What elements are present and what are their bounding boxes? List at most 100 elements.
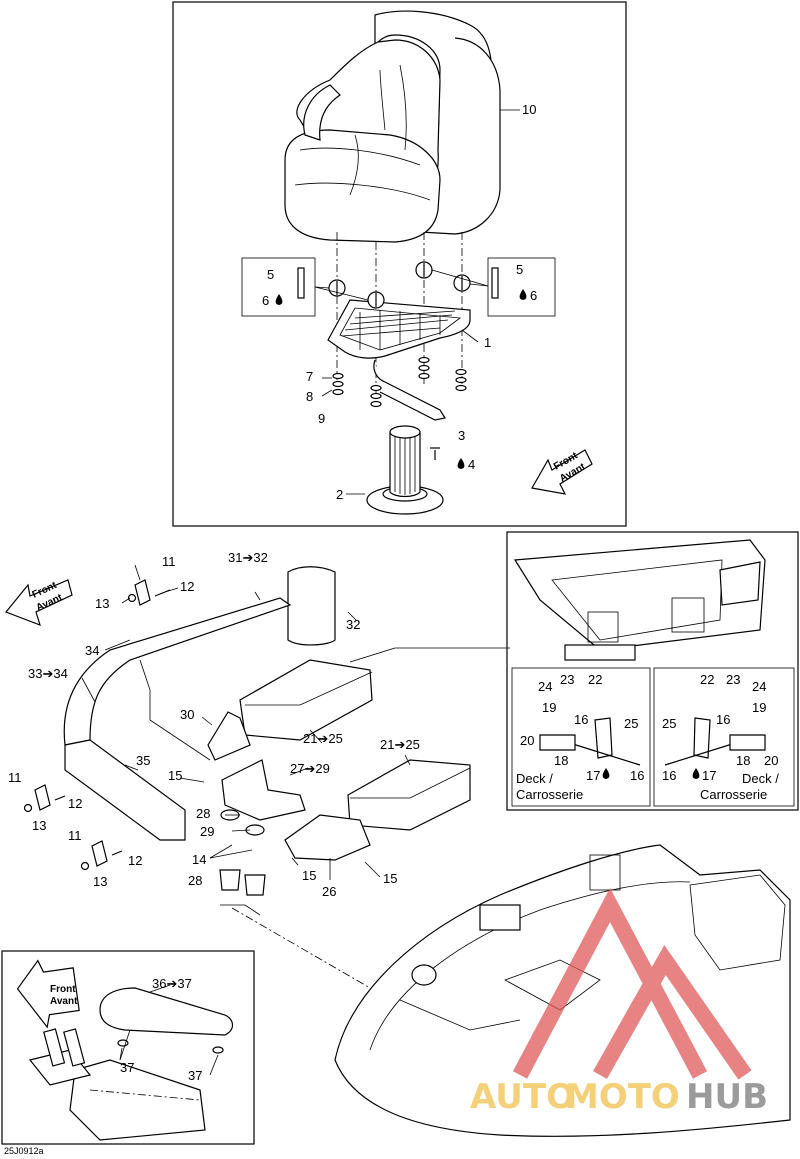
deck-label-right-2: Carrosserie	[700, 787, 767, 802]
deck-label-left-1: Deck /	[516, 771, 553, 786]
callout-2: 2	[336, 487, 343, 502]
callout-7: 7	[306, 369, 313, 384]
front-label-3: Front	[50, 984, 76, 995]
oil-drop-icon	[457, 458, 465, 469]
callout-17-left: 17	[586, 768, 600, 783]
callout-11-mid: 11	[8, 770, 22, 785]
callout-17-right: 17	[702, 768, 716, 783]
watermark-hub: HUB	[686, 1077, 768, 1117]
callout-33-34: 33➔34	[28, 666, 68, 681]
callout-35: 35	[136, 753, 150, 768]
detail-inset-frame	[506, 531, 799, 811]
oil-drop-icon	[275, 294, 283, 305]
callout-26: 26	[322, 884, 336, 899]
inset-hatch	[513, 539, 766, 661]
fastener-group-top	[127, 579, 171, 606]
callout-27-29: 27➔29	[290, 761, 330, 776]
fastener-group-mid	[23, 784, 66, 813]
oil-drop-icons	[275, 289, 700, 779]
callout-13-mid: 13	[32, 818, 46, 833]
deck-label-left-2: Carrosserie	[516, 787, 583, 802]
callout-24-right: 24	[752, 679, 766, 694]
detail-inset-right	[653, 667, 795, 807]
callout-12-mid: 12	[68, 796, 82, 811]
callout-13-top: 13	[95, 596, 109, 611]
callout-15-right: 15	[383, 871, 397, 886]
callout-19-right: 19	[752, 700, 766, 715]
callout-19-left: 19	[542, 700, 556, 715]
callout-10: 10	[522, 102, 536, 117]
callout-20-left: 20	[520, 733, 534, 748]
oil-drop-icon	[519, 289, 527, 300]
callout-18-left: 18	[554, 753, 568, 768]
callout-14: 14	[192, 852, 206, 867]
callout-23-left: 23	[560, 672, 574, 687]
deck-label-right-1: Deck /	[742, 771, 779, 786]
armrest-frame	[1, 950, 255, 1145]
callout-16-left: 16	[574, 712, 588, 727]
hinge-right	[664, 717, 766, 766]
callout-3: 3	[458, 428, 465, 443]
callout-30: 30	[180, 707, 194, 722]
nut-washer-stacks	[332, 356, 467, 408]
callout-29: 29	[200, 824, 214, 839]
callout-21-25-left: 21➔25	[303, 731, 343, 746]
callout-16-right-2: 16	[662, 768, 676, 783]
callout-12-top: 12	[180, 579, 194, 594]
callout-11-low: 11	[68, 828, 82, 843]
callout-16-right: 16	[716, 712, 730, 727]
figure-code: 25J0912a	[4, 1146, 44, 1156]
callout-1: 1	[484, 335, 491, 350]
callout-9: 9	[318, 411, 325, 426]
avant-label-3: Avant	[50, 996, 78, 1007]
callout-28-low: 28	[188, 873, 202, 888]
callout-37-left: 37	[120, 1060, 134, 1075]
callout-6-left: 6	[262, 293, 269, 308]
callout-31-32: 31➔32	[228, 550, 268, 565]
pedestal	[366, 425, 444, 515]
watermark-moto: MOTO	[565, 1077, 680, 1117]
callout-6-right: 6	[530, 288, 537, 303]
oil-drop-icon	[602, 768, 610, 779]
callout-36-37: 36➔37	[152, 976, 192, 991]
front-arrow-top: Front Avant	[531, 449, 593, 495]
hardware-box-right	[487, 257, 556, 317]
watermark-logo: AUTO MOTO HUB	[470, 887, 768, 1117]
callout-22-right: 22	[700, 672, 714, 687]
callout-18-right: 18	[736, 753, 750, 768]
callout-5-left: 5	[267, 267, 274, 282]
callout-4: 4	[468, 457, 475, 472]
callout-21-25-right: 21➔25	[380, 737, 420, 752]
callout-37-right: 37	[188, 1068, 202, 1083]
seat-illustration	[284, 10, 501, 243]
callout-11-top: 11	[162, 554, 176, 569]
detail-inset-left	[511, 667, 651, 807]
callout-28-top: 28	[196, 806, 210, 821]
front-arrow-left: Front Avant	[5, 579, 73, 627]
watermark-auto: AUTO	[470, 1077, 575, 1117]
callout-16-left-2: 16	[630, 768, 644, 783]
fastener-group-low	[80, 840, 123, 871]
leader-lines	[81, 109, 520, 1076]
front-arrow-armrest: Front Avant	[16, 959, 80, 1029]
callout-34: 34	[85, 643, 99, 658]
armrest-illustration	[28, 987, 234, 1141]
callout-25-left: 25	[624, 716, 638, 731]
callout-24-left: 24	[538, 679, 552, 694]
callout-12-low: 12	[128, 853, 142, 868]
callout-22-left: 22	[588, 672, 602, 687]
alignment-markers	[328, 261, 471, 309]
callout-20-right: 20	[764, 753, 778, 768]
callout-25-right: 25	[662, 716, 676, 731]
callout-13-low: 13	[93, 874, 107, 889]
callout-8: 8	[306, 389, 313, 404]
oil-drop-icon	[692, 768, 700, 779]
mounting-plate	[327, 299, 471, 421]
callout-labels: 10 5 6 5 6 1 7 8 9 3 4 2 11 12 13 31➔32 …	[4, 102, 779, 1156]
seat-base-panels	[63, 566, 471, 916]
hinge-left	[539, 717, 641, 766]
callout-23-right: 23	[726, 672, 740, 687]
callout-32: 32	[346, 617, 360, 632]
seat-assembly-frame	[172, 1, 627, 527]
